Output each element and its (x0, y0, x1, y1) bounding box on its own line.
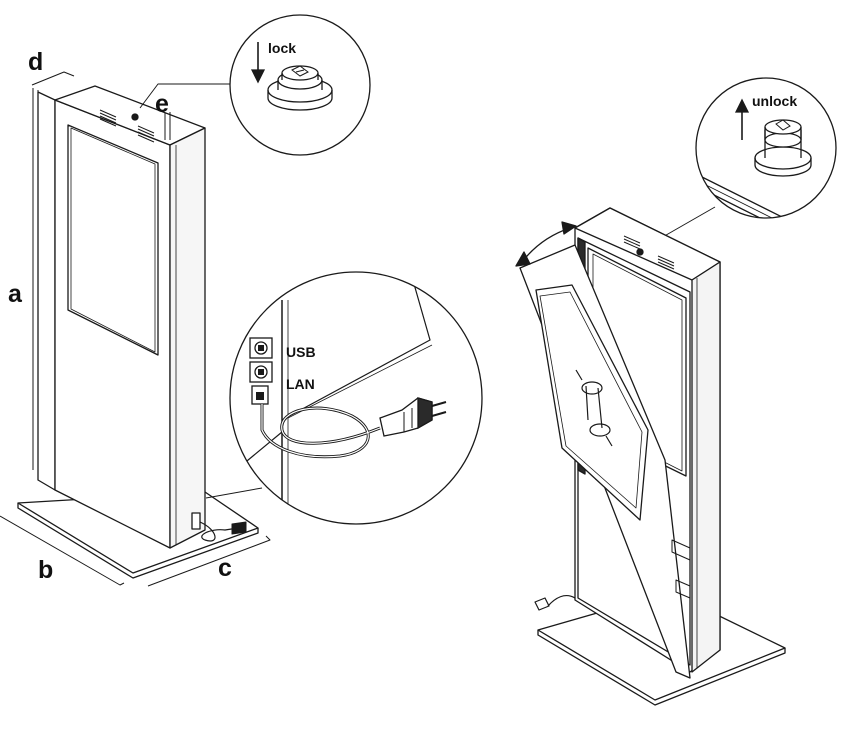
unlock-cylinder-icon (754, 119, 812, 177)
lan-label: LAN (286, 376, 315, 392)
unlock-callout (695, 77, 837, 219)
usb-port-icon (249, 337, 273, 359)
kiosk-screen (67, 124, 159, 356)
kiosk-open-right-side (691, 261, 721, 673)
suction-handle-icon (575, 369, 613, 447)
top-vent-right (137, 125, 155, 143)
top-lock (131, 113, 139, 121)
kiosk-right-side (169, 127, 206, 549)
ports-callout-connector (205, 487, 263, 499)
lock-callout-connector (139, 83, 230, 109)
dimension-line-e (164, 112, 171, 140)
dimension-label-e: e (155, 90, 169, 118)
dimension-label-a: a (8, 280, 23, 308)
ports-callout (229, 271, 483, 525)
power-socket-icon (249, 361, 273, 383)
lan-port-icon (251, 385, 269, 405)
top-vent-left (99, 109, 117, 127)
power-cable-right (534, 594, 576, 611)
lock-callout (229, 14, 371, 156)
kiosk-door-window (535, 284, 649, 521)
open-top-lock (636, 248, 644, 256)
dimension-line-c (147, 535, 271, 587)
kiosk-closed (0, 71, 271, 587)
dimension-line-b (0, 515, 125, 586)
dimension-line-a (32, 88, 39, 472)
unlock-label: unlock (752, 93, 797, 109)
dimension-label-b: b (38, 556, 53, 584)
lock-cylinder-icon (267, 65, 333, 111)
open-top-vent-left (623, 235, 641, 250)
kiosk-open (515, 207, 786, 706)
power-cable-left (199, 521, 239, 542)
dimension-label-d: d (28, 48, 43, 76)
dimension-label-c: c (218, 554, 232, 582)
side-port-box (191, 512, 201, 530)
open-top-vent-right (657, 255, 675, 270)
power-plug-icon (379, 397, 447, 437)
lock-label: lock (268, 40, 296, 56)
usb-label: USB (286, 344, 316, 360)
dimension-line-d (31, 71, 75, 86)
